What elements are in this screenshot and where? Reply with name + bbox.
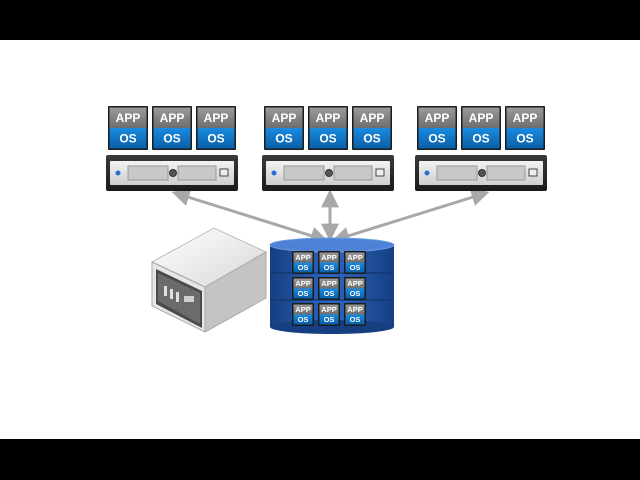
shared-storage-cylinder: APPOSAPPOSAPPOSAPPOSAPPOSAPPOSAPPOSAPPOS… (269, 237, 395, 334)
vm-os-label: OS (516, 132, 533, 146)
vm-app-label: APP (295, 279, 310, 288)
rack-server (106, 155, 238, 191)
vm-app-label: APP (116, 111, 141, 125)
vm-os-label: OS (350, 263, 361, 272)
vm-os-label: OS (350, 315, 361, 324)
rack-server (415, 155, 547, 191)
virtual-machine-tile: APP OS (461, 106, 501, 150)
vm-os-label: OS (275, 132, 292, 146)
vm-app-label: APP (347, 305, 362, 314)
vm-app-label: APP (321, 305, 336, 314)
vm-app-label: APP (425, 111, 450, 125)
virtual-machine-tile: APP OS (152, 106, 192, 150)
host-server-left: APP OS APP OS APP OS (106, 106, 238, 191)
vm-os-label: OS (350, 289, 361, 298)
rack-server (262, 155, 394, 191)
vm-os-label: OS (428, 132, 445, 146)
connection-arrows (171, 188, 490, 245)
vm-app-label: APP (321, 253, 336, 262)
vm-os-label: OS (163, 132, 180, 146)
physical-server-box (150, 227, 268, 333)
vm-os-label: OS (324, 263, 335, 272)
virtual-machine-tile: APP OS (264, 106, 304, 150)
vm-app-label: APP (469, 111, 494, 125)
vm-os-label: OS (298, 289, 309, 298)
host-server-center: APP OS APP OS APP OS (262, 106, 394, 191)
virtual-machine-tile: APP OS (308, 106, 348, 150)
vm-os-label: OS (319, 132, 336, 146)
vm-os-label: OS (472, 132, 489, 146)
vm-os-label: OS (324, 289, 335, 298)
vm-app-label: APP (272, 111, 297, 125)
host-server-right: APP OS APP OS APP OS (415, 106, 547, 191)
vm-app-label: APP (360, 111, 385, 125)
vm-app-label: APP (347, 253, 362, 262)
vm-app-label: APP (295, 253, 310, 262)
virtual-machine-tile: APP OS (505, 106, 545, 150)
vm-app-label: APP (295, 305, 310, 314)
arrow-to-right-host (331, 188, 490, 245)
virtual-machine-tile: APP OS (352, 106, 392, 150)
vm-app-label: APP (321, 279, 336, 288)
vm-os-label: OS (119, 132, 136, 146)
arrow-to-left-host (171, 188, 329, 245)
vm-os-label: OS (298, 315, 309, 324)
vm-os-label: OS (324, 315, 335, 324)
vm-os-label: OS (207, 132, 224, 146)
vm-app-label: APP (347, 279, 362, 288)
vm-app-label: APP (316, 111, 341, 125)
vm-os-label: OS (363, 132, 380, 146)
vm-app-label: APP (204, 111, 229, 125)
vm-app-label: APP (513, 111, 538, 125)
vm-os-label: OS (298, 263, 309, 272)
virtual-machine-tile: APP OS (196, 106, 236, 150)
virtual-machine-tile: APP OS (108, 106, 148, 150)
virtual-machine-tile: APP OS (417, 106, 457, 150)
vm-app-label: APP (160, 111, 185, 125)
